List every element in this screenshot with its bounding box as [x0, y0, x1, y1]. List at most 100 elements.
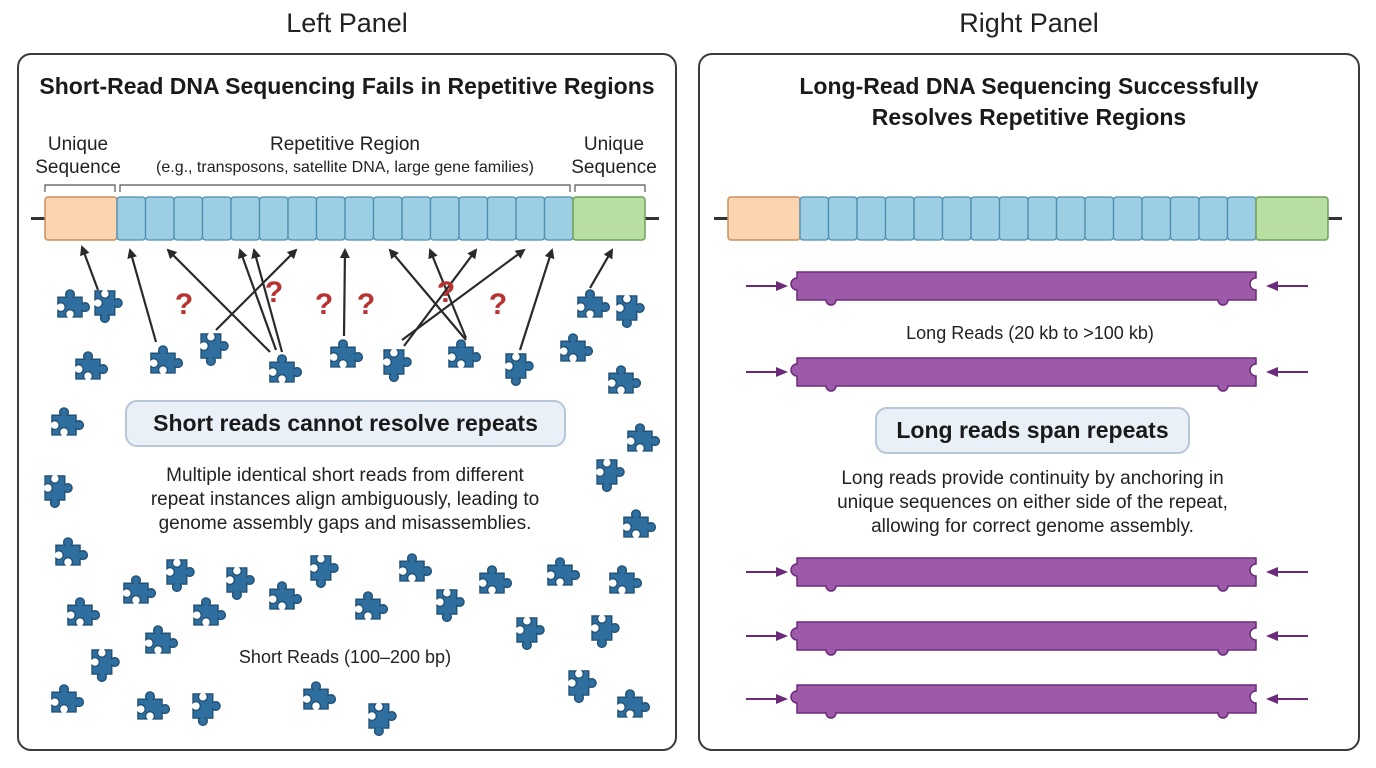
puzzle-piece-icon — [44, 475, 73, 509]
puzzle-piece-icon — [448, 339, 482, 368]
left-panel-title: Short-Read DNA Sequencing Fails in Repet… — [39, 73, 655, 99]
repeat-unit — [1084, 196, 1115, 241]
unique-left-line-2: Sequence — [35, 157, 121, 178]
arrow-icon — [215, 248, 298, 331]
left-dna-strip — [31, 196, 659, 241]
puzzle-piece-icon — [55, 537, 89, 566]
bracket-repetitive — [119, 184, 571, 192]
short-reads-label: Short Reads (100–200 bp) — [238, 647, 452, 667]
long-read-bars — [746, 271, 1308, 719]
long-puzzle-bar-icon — [790, 271, 1257, 306]
puzzle-piece-icon — [505, 353, 534, 387]
right-dna-strip — [714, 196, 1342, 241]
unique-right-line-2: Sequence — [571, 157, 657, 178]
arrow-icon — [518, 248, 555, 351]
question-mark: ? — [489, 288, 507, 321]
arrow-icon — [339, 248, 350, 337]
arrow-icon — [589, 248, 614, 289]
repetitive-region-label: Repetitive Region (e.g., transposons, sa… — [120, 133, 570, 179]
arrow-icon — [238, 248, 278, 351]
long-reads-label: Long Reads (20 kb to >100 kb) — [906, 323, 1154, 343]
puzzle-piece-icon — [577, 289, 611, 318]
right-panel-title: Long-Read DNA Sequencing Successfully Re… — [698, 71, 1360, 133]
puzzle-piece-icon — [192, 693, 221, 727]
puzzle-piece-icon — [51, 684, 85, 713]
left-panel-header: Left Panel — [286, 8, 408, 38]
repeat-unit — [344, 196, 375, 241]
long-read-callout: Long reads span repeats — [875, 407, 1190, 454]
repeat-unit — [827, 196, 858, 241]
unique-sequence-left-block — [44, 196, 118, 241]
puzzle-piece-icon — [57, 289, 91, 318]
long-read-description: Long reads provide continuity by anchori… — [790, 467, 1275, 539]
repeat-unit — [1169, 196, 1200, 241]
puzzle-piece-icon — [75, 351, 109, 380]
arrow-icon — [388, 248, 467, 341]
long-desc-line-3: allowing for correct genome assembly. — [871, 516, 1194, 537]
long-desc-line-1: Long reads provide continuity by anchori… — [841, 468, 1224, 489]
repeat-unit — [458, 196, 489, 241]
puzzle-piece-icon — [137, 691, 171, 720]
unique-left-line-1: Unique — [47, 134, 109, 155]
repeat-unit — [201, 196, 232, 241]
repeat-unit — [372, 196, 403, 241]
puzzle-piece-icon — [193, 597, 227, 626]
short-read-pieces — [44, 289, 661, 737]
short-read-callout: Short reads cannot resolve repeats — [125, 400, 566, 447]
long-puzzle-bar-icon — [790, 357, 1257, 392]
unique-right-label: Unique Sequence — [566, 133, 662, 179]
puzzle-piece-icon — [591, 615, 620, 649]
unique-sequence-right-block — [572, 196, 646, 241]
puzzle-piece-icon — [226, 567, 255, 601]
long-puzzle-bar-icon — [790, 684, 1257, 719]
question-mark: ? — [265, 276, 283, 309]
question-mark: ? — [357, 288, 375, 321]
puzzle-piece-icon — [616, 295, 645, 329]
unique-sequence-right-block — [1255, 196, 1329, 241]
question-mark: ? — [315, 288, 333, 321]
puzzle-piece-icon — [627, 423, 661, 452]
repeat-unit — [287, 196, 318, 241]
repeat-unit — [116, 196, 147, 241]
question-mark: ? — [175, 288, 193, 321]
alignment-arrows — [80, 245, 614, 353]
arrow-icon — [401, 248, 526, 341]
puzzle-piece-icon — [123, 575, 157, 604]
arrow-icon — [428, 248, 468, 339]
arrow-icon — [166, 248, 271, 353]
long-puzzle-bar-icon — [790, 621, 1257, 656]
repetitive-region-title: Repetitive Region — [270, 134, 420, 155]
region-brackets — [44, 184, 646, 192]
unique-left-label: Unique Sequence — [30, 133, 126, 179]
puzzle-piece-icon — [94, 290, 123, 324]
right-title-line-1: Long-Read DNA Sequencing Successfully — [799, 73, 1259, 99]
long-desc-line-2: unique sequences on either side of the r… — [837, 492, 1228, 513]
repeat-unit — [970, 196, 1001, 241]
repeat-unit — [401, 196, 432, 241]
repeat-unit — [144, 196, 175, 241]
puzzle-piece-icon — [310, 555, 339, 589]
repeat-unit — [998, 196, 1029, 241]
right-panel-header: Right Panel — [959, 8, 1099, 38]
repeat-unit — [1112, 196, 1143, 241]
puzzle-piece-icon — [516, 617, 545, 651]
repeat-unit — [1198, 196, 1229, 241]
repeat-unit — [1141, 196, 1172, 241]
repetitive-region-sublabel: (e.g., transposons, satellite DNA, large… — [156, 159, 534, 176]
long-puzzle-bar-icon — [790, 557, 1257, 592]
puzzle-piece-icon — [269, 581, 303, 610]
puzzle-piece-icon — [568, 670, 597, 704]
repeat-unit — [315, 196, 346, 241]
puzzle-piece-icon — [303, 681, 337, 710]
repeat-unit — [543, 196, 574, 241]
puzzle-piece-icon — [383, 349, 412, 383]
short-read-description: Multiple identical short reads from diff… — [100, 464, 590, 536]
puzzle-piece-icon — [560, 333, 594, 362]
puzzle-piece-icon — [355, 591, 389, 620]
repeat-unit — [941, 196, 972, 241]
unique-sequence-left-block — [727, 196, 801, 241]
repeat-unit — [1027, 196, 1058, 241]
puzzle-piece-icon — [608, 365, 642, 394]
question-mark: ? — [437, 276, 455, 309]
repeat-unit — [173, 196, 204, 241]
